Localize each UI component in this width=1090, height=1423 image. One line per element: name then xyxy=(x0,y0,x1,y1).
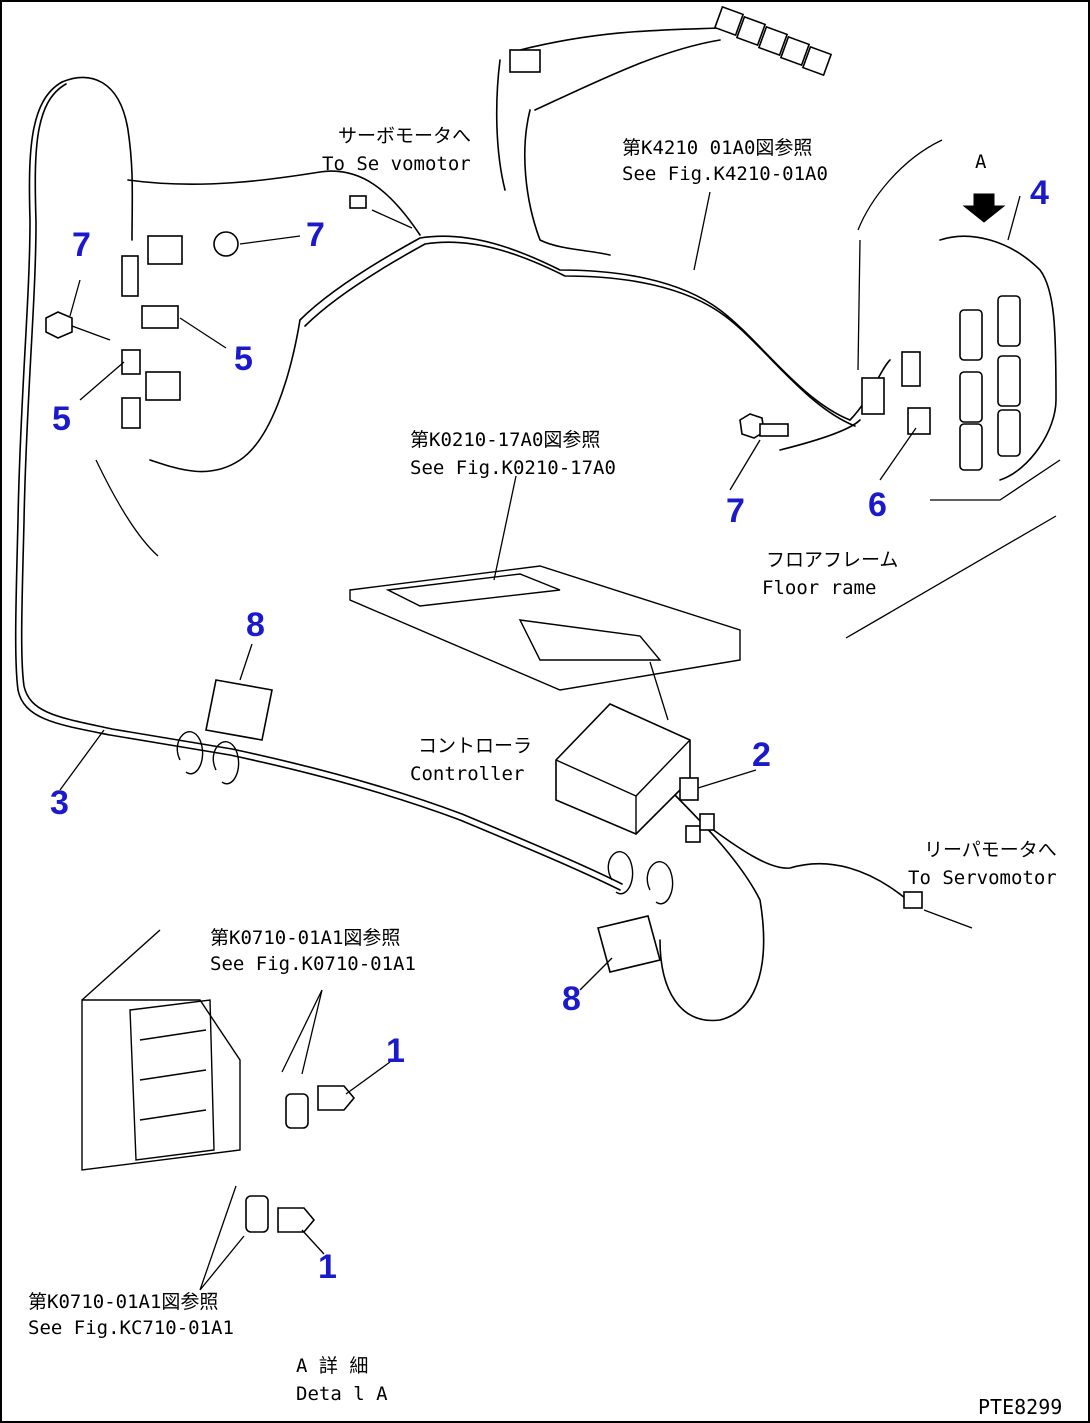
harness-wire-3-inner xyxy=(20,83,623,885)
harness-wire-servo-front xyxy=(127,170,421,236)
label-controller-jp: コントローラ xyxy=(418,735,532,757)
bolt-1-lower-icon xyxy=(277,1207,316,1233)
harness-wire-upper xyxy=(299,235,851,421)
callout-7-right: 7 xyxy=(726,492,745,530)
callout-7-bulb: 7 xyxy=(306,216,325,254)
drawing-code: PTE8299 xyxy=(978,1395,1062,1419)
harness-wire-top xyxy=(519,27,721,51)
label-see-k0710-top-jp: 第K0710-01A1図参照 xyxy=(210,927,400,949)
harness-wires xyxy=(14,27,906,1022)
pin-1-upper xyxy=(285,1093,309,1129)
label-see-k0710-bottom-en: See Fig.KC710-01A1 xyxy=(28,1317,234,1339)
harness-wire-upper-inner xyxy=(304,241,856,427)
view-a-label: A xyxy=(975,151,987,173)
label-servomotor-front-en: To Se vomotor xyxy=(322,153,471,175)
floor-frame xyxy=(349,565,741,691)
connector-left-4 xyxy=(121,397,141,429)
harness-wire-top-2 xyxy=(534,39,721,111)
controller-unit xyxy=(555,661,715,843)
top-connector-block xyxy=(509,5,833,77)
bolt-7-right xyxy=(739,413,789,439)
harness-wire-controller-loop xyxy=(659,779,765,1022)
label-floor-frame-en: Floor rame xyxy=(762,577,876,599)
callout-6: 6 xyxy=(868,486,887,524)
harness-wire-servo-rear xyxy=(699,819,906,899)
view-a-arrow-icon: A xyxy=(962,151,1006,223)
clip-5-upper xyxy=(141,305,179,329)
label-servomotor-front-jp: サーボモータへ xyxy=(338,125,471,147)
label-see-k4210-jp: 第K4210 01A0図参照 xyxy=(622,137,812,159)
label-controller-en: Controller xyxy=(410,763,524,785)
connector-box-side xyxy=(901,351,921,387)
label-servomotor-rear-en: To Servomotor xyxy=(908,867,1057,889)
arrow-servo-rear xyxy=(923,909,973,929)
servomotor-front-connector xyxy=(349,195,367,209)
servomotor-rear-connector xyxy=(903,891,923,909)
clamps-8 xyxy=(176,679,674,973)
label-see-k4210-en: See Fig.K4210-01A0 xyxy=(622,163,828,185)
arrow-servo-front xyxy=(371,209,413,229)
connector-left-2 xyxy=(121,255,139,297)
left-parts xyxy=(45,231,239,557)
callout-8-lower: 8 xyxy=(562,980,581,1018)
callout-4: 4 xyxy=(1030,174,1049,212)
label-see-k0210-en: See Fig.K0210-17A0 xyxy=(410,457,616,479)
label-see-k0710-bottom-jp: 第K0710-01A1図参照 xyxy=(28,1291,218,1313)
callout-3: 3 xyxy=(50,784,69,822)
clip-5-lower xyxy=(121,349,141,375)
harness-wire-bolt7-right xyxy=(779,419,861,451)
fuse-box-4 xyxy=(845,139,1061,639)
connector-2 xyxy=(679,777,699,801)
detail-a-panel xyxy=(81,929,356,1291)
connector-left-1 xyxy=(147,235,183,265)
harness-wire-top-left xyxy=(495,59,506,191)
harness-wire-lower-loop xyxy=(149,319,301,473)
label-floor-frame-jp: フロアフレーム xyxy=(766,549,898,571)
harness-wire-to-relay xyxy=(524,109,611,256)
callout-1-lower: 1 xyxy=(318,1248,337,1286)
label-see-k0210-jp: 第K0210-17A0図参照 xyxy=(410,429,600,451)
callout-8-upper: 8 xyxy=(246,606,265,644)
pin-1-lower xyxy=(245,1195,269,1233)
callout-1-upper: 1 xyxy=(386,1032,405,1070)
callout-7-left: 7 xyxy=(72,226,91,264)
connector-box-front xyxy=(861,377,885,415)
label-detail-a-jp: A 詳 細 xyxy=(296,1355,368,1377)
bolt-1-upper-icon xyxy=(317,1085,356,1111)
callout-5-left: 5 xyxy=(52,400,71,438)
callout-5-right: 5 xyxy=(234,340,253,378)
bolt-7-left-icon xyxy=(45,311,73,339)
label-servomotor-rear-jp: リーパモータへ xyxy=(924,839,1057,861)
label-see-k0710-top-en: See Fig.K0710-01A1 xyxy=(210,953,416,975)
callout-2: 2 xyxy=(752,736,771,774)
clip-6 xyxy=(907,407,931,435)
harness-branch-left xyxy=(61,76,134,241)
label-detail-a-en: Deta l A xyxy=(296,1383,388,1405)
bulb-7-icon xyxy=(213,231,239,257)
callout-leaders xyxy=(59,191,1021,1255)
harness-wire-3 xyxy=(14,81,621,891)
connector-left-3 xyxy=(145,371,181,401)
